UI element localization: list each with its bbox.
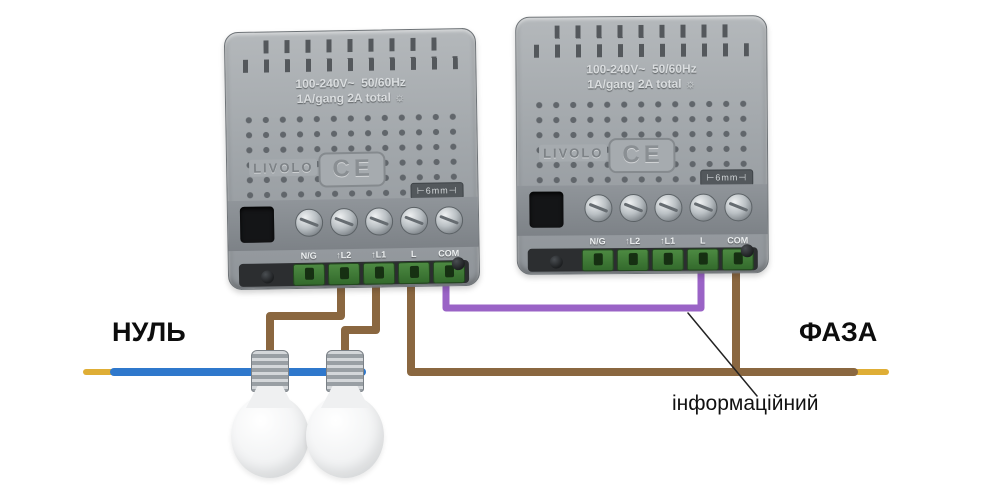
terminal-screw-icon: [399, 206, 429, 236]
terminal-screw-icon: [724, 193, 753, 222]
neutral-label: НУЛЬ: [112, 317, 186, 347]
terminal-label-l1: ↑L1: [371, 249, 387, 260]
terminal-label-l: L: [410, 248, 417, 259]
terminal-screw-icon: [584, 194, 613, 223]
bulb-globe: [306, 394, 384, 478]
rating-line2: 1A/gang 2A total ☼: [226, 89, 476, 108]
info-pointer-line: [687, 312, 758, 397]
info-wire-label: інформаційний: [672, 392, 819, 415]
ce-mark: CE: [318, 151, 387, 188]
mounting-screw-icon: [740, 244, 754, 258]
lamp1-feed-wire: [266, 276, 345, 362]
terminal-screw-icon: [329, 207, 359, 237]
info-wire: [442, 262, 705, 312]
rating-line2-text: 1A/gang 2A total: [296, 90, 391, 106]
terminal-label-l: L: [699, 235, 706, 246]
terminal-label-ng: N/G: [589, 236, 606, 247]
wire-opening: [239, 206, 275, 243]
phase-label: ФАЗА: [799, 317, 878, 347]
rating-text: 100-240V~ 50/60Hz 1A/gang 2A total ☼: [226, 74, 476, 108]
brightness-icon: ☼: [684, 76, 696, 91]
terminal-screw-icon: [434, 206, 464, 235]
rating-line1: 100-240V~ 50/60Hz: [586, 61, 697, 77]
rating-line2-text: 1A/gang 2A total: [587, 76, 682, 92]
terminal-strip: [517, 184, 768, 236]
switch-module-2: 100-240V~ 50/60Hz 1A/gang 2A total ☼ LIV…: [515, 15, 769, 275]
terminal-block: [292, 263, 326, 287]
vent-holes-grid: LIVOLO CE ⊢6mm⊣: [526, 94, 758, 187]
terminal-screw-icon: [619, 193, 648, 223]
bulb-screw-base: [251, 350, 289, 392]
vent-slot-row: [263, 37, 437, 54]
terminal-label-l1: ↑L1: [660, 235, 676, 246]
mounting-screw-icon: [549, 255, 563, 269]
terminal-label-l2: ↑L2: [625, 236, 641, 247]
switch-module-1: 100-240V~ 50/60Hz 1A/gang 2A total ☼ LIV…: [223, 27, 481, 291]
lamp2-feed-wire: [341, 276, 380, 362]
terminal-block: [327, 262, 361, 286]
rating-text: 100-240V~ 50/60Hz 1A/gang 2A total ☼: [516, 61, 766, 93]
terminal-screw-icon: [364, 207, 394, 236]
light-bulb-1: [230, 350, 310, 478]
light-bulb-2: [305, 350, 385, 478]
bulb-neck: [246, 386, 294, 408]
brand-logo: LIVOLO: [248, 158, 318, 177]
bulb-globe: [231, 394, 309, 478]
terminal-screw-icon: [654, 193, 683, 222]
bulb-screw-base: [326, 350, 364, 392]
phase-wire: [407, 276, 858, 376]
terminal-label-l2: ↑L2: [336, 250, 352, 261]
vent-slot-row: [554, 24, 728, 39]
terminal-block: [397, 261, 431, 285]
wire-opening: [529, 191, 564, 228]
vent-slot-row: [242, 56, 458, 73]
brand-logo: LIVOLO: [538, 144, 608, 162]
bulb-neck: [321, 386, 369, 408]
vent-holes-grid: LIVOLO CE ⊢6mm⊣: [236, 107, 468, 202]
terminal-block: [616, 248, 649, 272]
terminal-label-ng: N/G: [300, 250, 317, 261]
terminal-screw-icon: [689, 193, 718, 222]
rating-line2: 1A/gang 2A total ☼: [517, 76, 767, 93]
terminal-block: [651, 248, 684, 271]
terminal-block: [362, 262, 396, 285]
terminal-block: [581, 249, 614, 272]
vent-slot-row: [533, 43, 749, 58]
terminal-strip: [227, 196, 479, 252]
terminal-block: [686, 248, 719, 271]
brightness-icon: ☼: [394, 90, 406, 105]
ce-mark: CE: [608, 137, 676, 174]
terminal-screw-icon: [294, 208, 324, 238]
